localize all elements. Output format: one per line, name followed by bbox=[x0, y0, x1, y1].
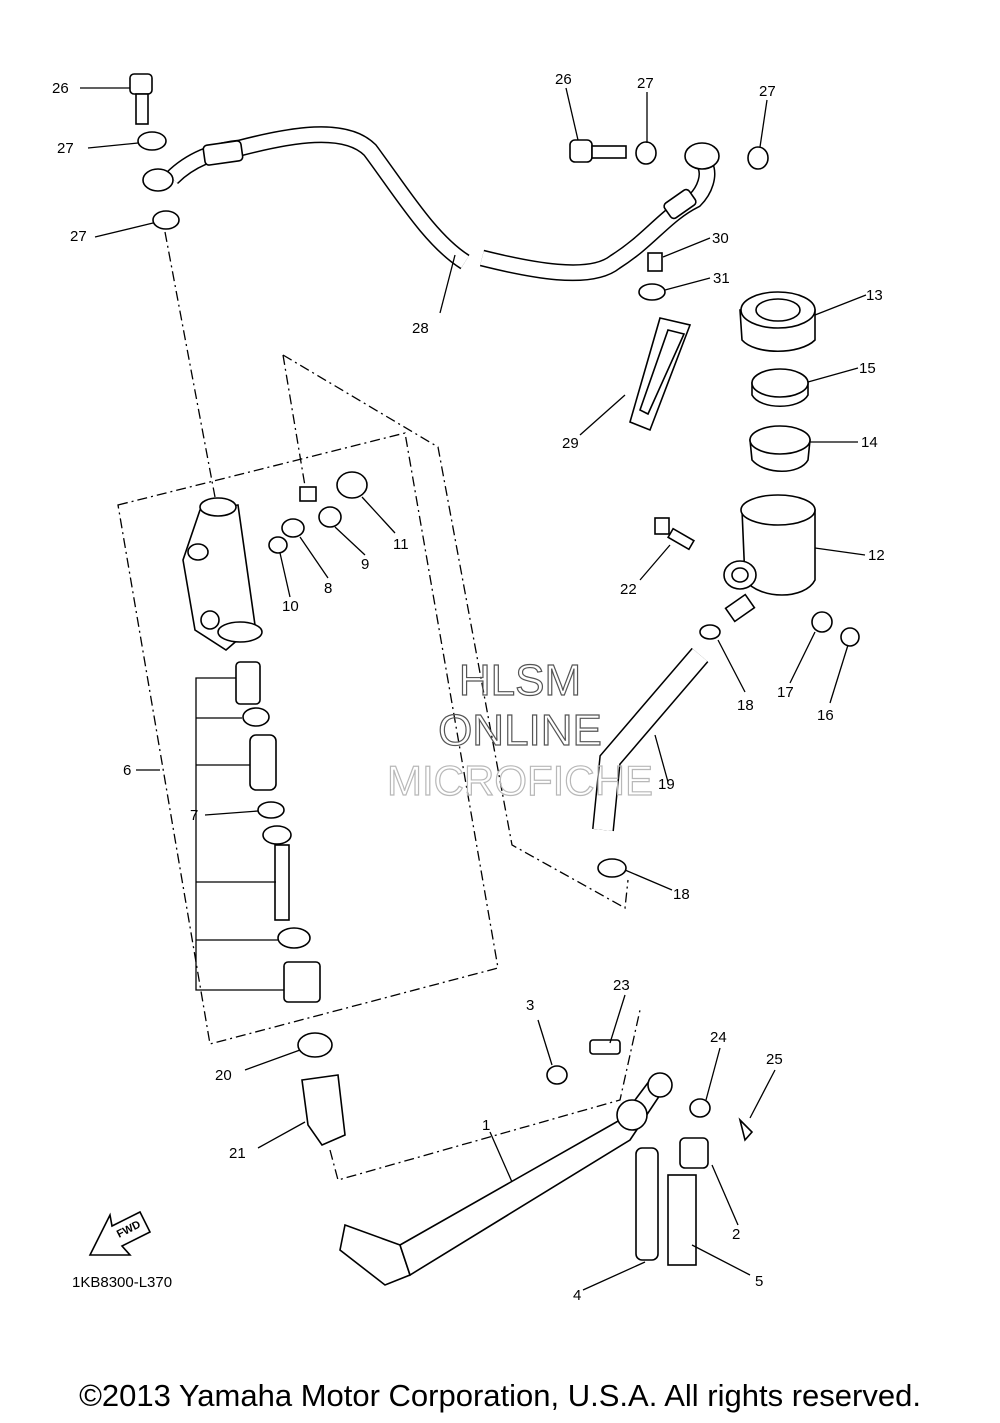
callout-30: 30 bbox=[712, 230, 729, 247]
callout-27: 27 bbox=[70, 228, 87, 245]
washer-part bbox=[546, 1065, 568, 1085]
cup-seal-part bbox=[242, 707, 270, 727]
washer-part bbox=[689, 1098, 711, 1118]
clevis-part bbox=[301, 1074, 346, 1146]
callout-3: 3 bbox=[526, 997, 534, 1014]
hose-guide-slot bbox=[639, 329, 686, 416]
outline-connector bbox=[282, 354, 306, 487]
watermark-line1: HLSM bbox=[459, 656, 581, 705]
callout-1: 1 bbox=[482, 1117, 490, 1134]
callout-26: 26 bbox=[555, 71, 572, 88]
copyright-notice: ©2013 Yamaha Motor Corporation, U.S.A. A… bbox=[79, 1378, 921, 1413]
callout-6: 6 bbox=[123, 762, 131, 779]
push-rod-part bbox=[274, 844, 290, 921]
callout-27: 27 bbox=[637, 75, 654, 92]
callout-4: 4 bbox=[573, 1287, 581, 1304]
callout-8: 8 bbox=[324, 580, 332, 597]
callout-23: 23 bbox=[613, 977, 630, 994]
return-spring-part bbox=[635, 1147, 659, 1261]
diagram-code: 1KB8300-L370 bbox=[72, 1274, 172, 1291]
collar-part bbox=[638, 283, 666, 301]
reservoir-tank-part bbox=[723, 494, 816, 623]
callout-20: 20 bbox=[215, 1067, 232, 1084]
circlip-part bbox=[318, 506, 342, 528]
union-bolt-part bbox=[569, 139, 627, 163]
callout-29: 29 bbox=[562, 435, 579, 452]
kit-bracket bbox=[195, 677, 284, 991]
o-ring-part bbox=[268, 536, 288, 554]
watermark-line2: ONLINE bbox=[438, 706, 602, 755]
callout-28: 28 bbox=[412, 320, 429, 337]
callout-16: 16 bbox=[817, 707, 834, 724]
bolt-part bbox=[679, 1137, 709, 1169]
cap-part bbox=[840, 627, 860, 647]
union-bolt-part bbox=[129, 73, 153, 125]
screw-part bbox=[647, 252, 663, 272]
hose-clamp-part bbox=[699, 624, 721, 640]
callout-18: 18 bbox=[737, 697, 754, 714]
callout-9: 9 bbox=[361, 556, 369, 573]
callout-13: 13 bbox=[866, 287, 883, 304]
circlip-part bbox=[277, 927, 311, 949]
diaphragm-plate-part bbox=[751, 368, 809, 407]
banjo-fitting-part bbox=[142, 168, 174, 192]
callout-27: 27 bbox=[759, 83, 776, 100]
callout-labels: 26 27 27 26 27 27 28 30 31 29 13 15 14 1… bbox=[52, 71, 885, 1304]
bolt-part bbox=[654, 517, 695, 551]
leader-lines bbox=[80, 87, 867, 1291]
nut-part bbox=[297, 1032, 333, 1058]
reservoir-group-outline bbox=[282, 354, 629, 910]
brake-hose-part bbox=[165, 126, 716, 282]
callout-21: 21 bbox=[229, 1145, 246, 1162]
copper-washer-part bbox=[152, 210, 180, 230]
hose-joint-part bbox=[281, 518, 305, 538]
reservoir-cap-part bbox=[739, 291, 816, 353]
piston-part bbox=[249, 734, 277, 791]
spring-part bbox=[235, 661, 261, 705]
callout-2: 2 bbox=[732, 1226, 740, 1243]
banjo-fitting-part bbox=[684, 142, 720, 170]
callout-27: 27 bbox=[57, 140, 74, 157]
callout-5: 5 bbox=[755, 1273, 763, 1290]
callout-18: 18 bbox=[673, 886, 690, 903]
copper-washer-part bbox=[747, 146, 769, 170]
cup-seal-part bbox=[257, 801, 285, 819]
copper-washer-part bbox=[635, 141, 657, 165]
bushing-part bbox=[336, 471, 368, 499]
callout-17: 17 bbox=[777, 684, 794, 701]
callout-19: 19 bbox=[658, 776, 675, 793]
copper-washer-part bbox=[137, 131, 167, 151]
callout-26: 26 bbox=[52, 80, 69, 97]
callout-10: 10 bbox=[282, 598, 299, 615]
pin-part bbox=[589, 1039, 621, 1055]
collar-part bbox=[667, 1174, 697, 1266]
callout-22: 22 bbox=[620, 581, 637, 598]
fwd-arrow-icon: FWD bbox=[88, 1210, 152, 1256]
callout-12: 12 bbox=[868, 547, 885, 564]
boot-part bbox=[283, 961, 321, 1003]
diaphragm-part bbox=[749, 425, 811, 472]
callout-15: 15 bbox=[859, 360, 876, 377]
master-cylinder-body-part bbox=[182, 497, 263, 651]
callout-11: 11 bbox=[393, 536, 409, 553]
callout-7: 7 bbox=[190, 807, 198, 824]
callout-14: 14 bbox=[861, 434, 878, 451]
callout-25: 25 bbox=[766, 1051, 783, 1068]
callout-31: 31 bbox=[713, 270, 730, 287]
grommet-part bbox=[811, 611, 833, 633]
watermark-line3: MICROFICHE bbox=[387, 757, 653, 804]
callout-24: 24 bbox=[710, 1029, 727, 1046]
brake-pedal-part bbox=[339, 1072, 673, 1286]
bolt-axis-line bbox=[164, 231, 216, 498]
hose-clamp-part bbox=[597, 858, 627, 878]
cotter-pin-part bbox=[738, 1117, 754, 1142]
washer-part bbox=[262, 825, 292, 845]
pedal-group-outline bbox=[329, 1009, 641, 1181]
joint-part bbox=[299, 486, 317, 502]
reservoir-hose-fill bbox=[593, 648, 708, 831]
